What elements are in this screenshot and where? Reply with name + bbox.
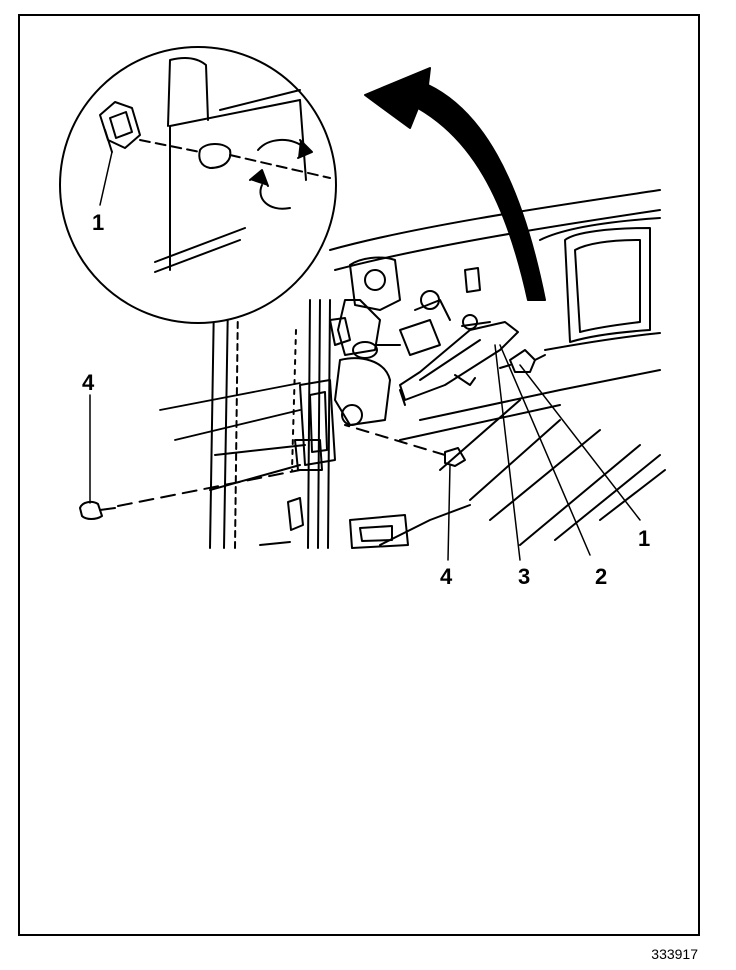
outside-handle-actuator xyxy=(399,314,519,406)
rotation-arrow xyxy=(364,67,546,301)
bolt-left xyxy=(79,469,301,520)
figure-id: 333917 xyxy=(651,946,698,962)
callout-part-1: 1 xyxy=(638,526,651,551)
bolt-lower xyxy=(209,444,306,491)
callout-inset-1: 1 xyxy=(92,210,105,235)
door-panel xyxy=(259,189,666,549)
callout-leaders xyxy=(89,344,641,561)
bolt-upper xyxy=(159,382,301,441)
callout-part-2: 2 xyxy=(595,564,608,589)
door-pillar xyxy=(209,299,331,549)
bolt-bottom xyxy=(344,424,466,467)
callout-part-3: 3 xyxy=(518,564,531,589)
figure-frame xyxy=(18,14,700,936)
callout-bolt-4-left: 4 xyxy=(82,370,95,395)
door-latch-assembly xyxy=(294,256,451,471)
detail-inset xyxy=(59,46,337,324)
callout-bolt-4-bottom: 4 xyxy=(440,564,453,589)
